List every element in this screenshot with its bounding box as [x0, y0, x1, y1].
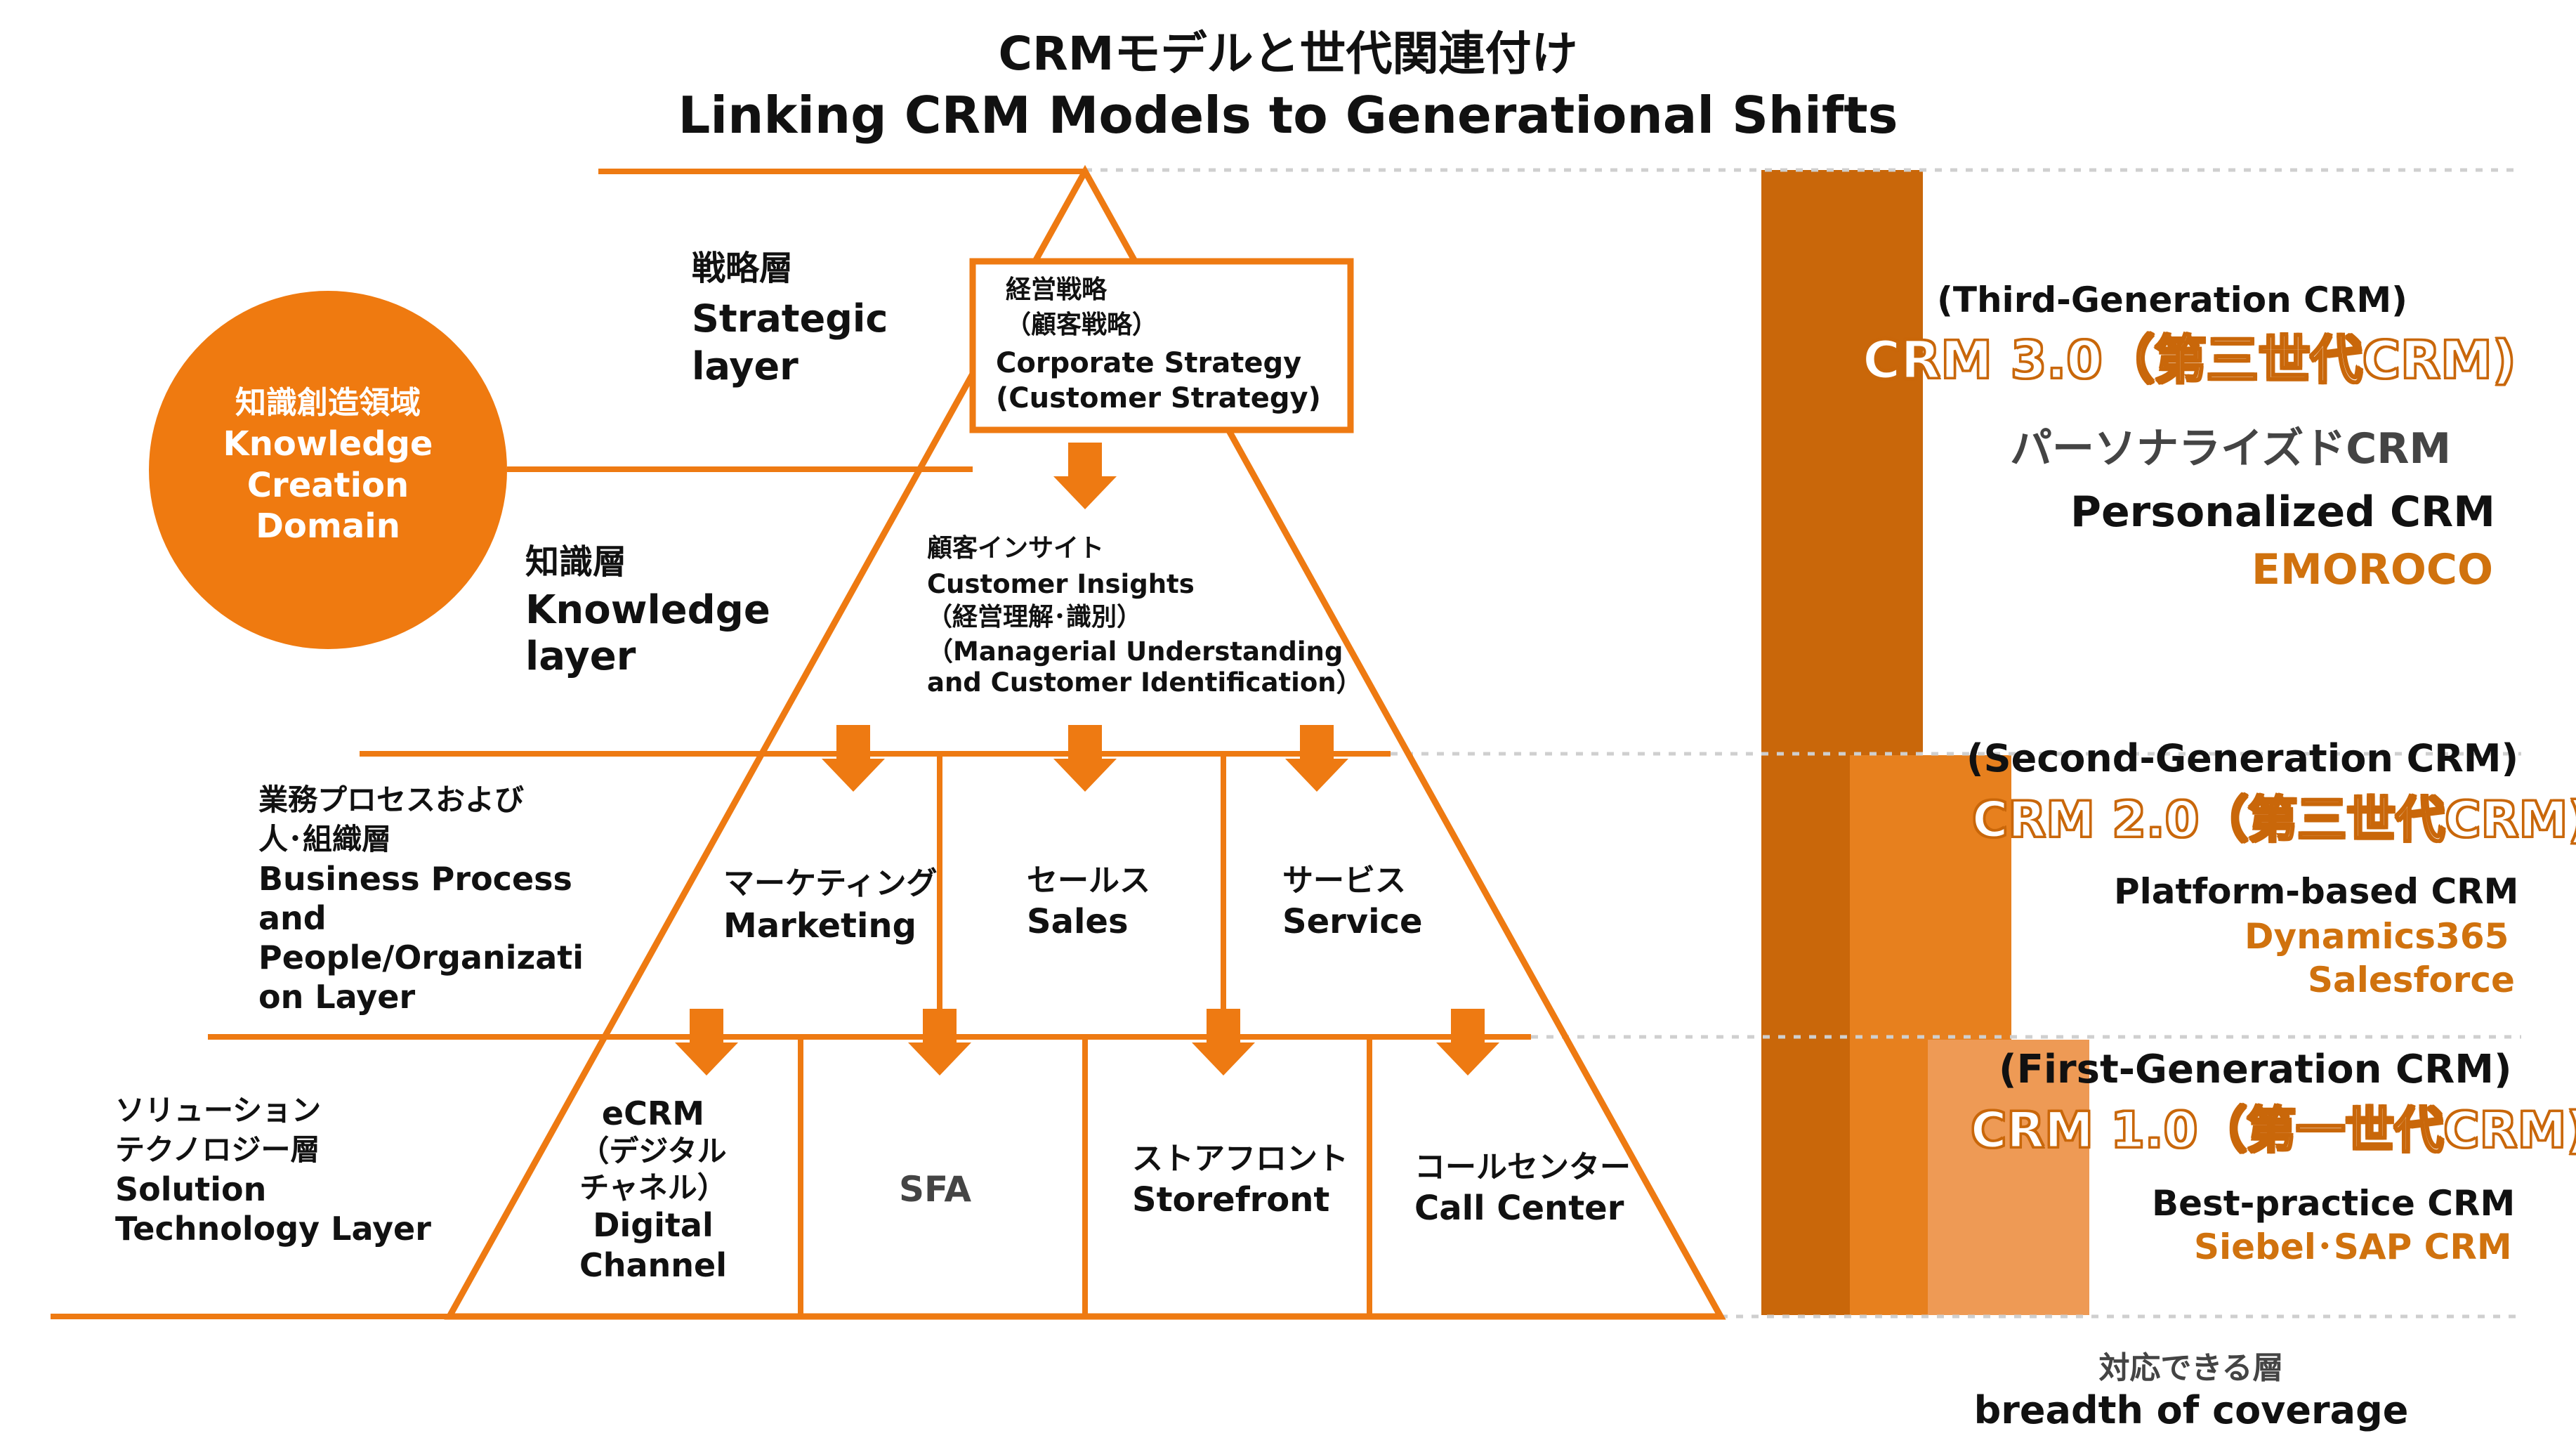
title-en: Linking CRM Models to Generational Shift… — [678, 86, 1898, 145]
marketing-en: Marketing — [723, 906, 916, 946]
knowledge-layer-en-2: layer — [525, 634, 636, 679]
solution-layer-jp-1: ソリューション — [115, 1093, 322, 1127]
marketing-jp: マーケティング — [723, 865, 938, 901]
service-jp: サービス — [1282, 863, 1406, 898]
arrow-to-sfa — [908, 1009, 971, 1076]
third-gen-en: Personalized CRM — [2070, 488, 2495, 537]
ecrm-line-5: Channel — [579, 1246, 727, 1284]
strategy-box-jp-1: 経営戦略 — [1006, 275, 1108, 304]
first-gen-bar — [1928, 1040, 2089, 1315]
first-gen-en: Best-practice CRM — [2152, 1183, 2516, 1224]
first-gen-header: (First-Generation CRM) — [1999, 1047, 2512, 1092]
arrow-to-storefront — [1192, 1009, 1255, 1076]
first-gen-crm-label: CRM 1.0（第一世代CRM) — [1969, 1101, 2576, 1161]
callcenter-jp: コールセンター — [1414, 1149, 1631, 1185]
coverage-jp: 対応できる層 — [2098, 1350, 2284, 1386]
strategic-layer-jp: 戦略層 — [692, 249, 794, 288]
strategy-box-en-2: (Customer Strategy) — [996, 382, 1321, 414]
solution-layer-en-1: Solution — [115, 1170, 267, 1208]
ecrm-cell: eCRM （デジタル チャネル） Digital Channel — [562, 1094, 744, 1284]
circle-label-en-1: Knowledge — [223, 424, 433, 464]
insights-jp-2: （経営理解･識別） — [927, 603, 1143, 632]
coverage-en: breadth of coverage — [1973, 1388, 2409, 1432]
insights-jp: 顧客インサイト — [927, 534, 1105, 563]
strategy-box-en-1: Corporate Strategy — [996, 347, 1302, 379]
arrow-to-ecrm — [675, 1009, 738, 1076]
insights-en: Customer Insights — [927, 569, 1195, 599]
business-layer-jp-1: 業務プロセスおよび — [258, 783, 525, 817]
solution-layer-en-2: Technology Layer — [115, 1210, 431, 1248]
business-layer-en-2: and — [258, 899, 327, 937]
third-gen-crm-label: CRM 3.0（第三世代CRM) — [1862, 329, 2518, 391]
arrow-to-sales — [1053, 725, 1117, 792]
business-layer-en-1: Business Process — [258, 860, 572, 898]
arrow-to-service — [1285, 725, 1348, 792]
solution-layer-jp-2: テクノロジー層 — [115, 1132, 320, 1167]
second-gen-product-1: Dynamics365 — [2245, 916, 2509, 957]
knowledge-layer-jp: 知識層 — [525, 542, 627, 582]
arrow-to-callcenter — [1436, 1009, 1499, 1076]
arrow-strategy-to-insights — [1053, 443, 1117, 509]
circle-label: 知識創造領域 Knowledge Creation Domain — [163, 385, 493, 546]
ecrm-line-2: （デジタル — [579, 1134, 727, 1169]
circle-label-en-2: Creation — [247, 465, 409, 505]
insights-en-3: and Customer Identification） — [927, 667, 1362, 698]
service-en: Service — [1282, 902, 1423, 941]
strategic-layer-en-1: Strategic — [692, 296, 888, 341]
callcenter-en: Call Center — [1414, 1189, 1624, 1228]
sales-jp: セールス — [1027, 863, 1150, 898]
title-jp: CRMモデルと世代関連付け — [998, 27, 1578, 81]
business-layer-jp-2: 人･組織層 — [258, 822, 392, 856]
third-gen-header: (Third-Generation CRM) — [1937, 280, 2407, 320]
ecrm-line-1: eCRM — [601, 1094, 705, 1132]
first-gen-product: Siebel･SAP CRM — [2194, 1227, 2512, 1267]
sales-en: Sales — [1027, 902, 1129, 941]
second-gen-en: Platform-based CRM — [2114, 871, 2519, 912]
storefront-jp: ストアフロント — [1132, 1141, 1348, 1177]
third-gen-product: EMOROCO — [2252, 545, 2493, 594]
strategy-box-jp-2: （顧客戦略） — [1006, 311, 1158, 339]
business-layer-en-4: on Layer — [258, 978, 416, 1016]
circle-label-jp: 知識創造領域 — [235, 385, 421, 421]
strategy-box — [969, 258, 1354, 433]
arrow-to-marketing — [822, 725, 885, 792]
business-layer-en-3: People/Organizati — [258, 939, 584, 976]
circle-label-en-3: Domain — [256, 506, 400, 547]
ecrm-line-4: Digital — [593, 1206, 714, 1245]
second-gen-crm-label: CRM 2.0（第三世代CRM) — [1971, 790, 2576, 850]
knowledge-creation-circle — [149, 291, 507, 649]
second-gen-header: (Second-Generation CRM) — [1966, 736, 2519, 780]
third-gen-jp: パーソナライズドCRM — [2010, 424, 2452, 473]
storefront-en: Storefront — [1132, 1180, 1330, 1220]
insights-en-2: （Managerial Understanding — [927, 636, 1343, 667]
ecrm-line-3: チャネル） — [579, 1170, 727, 1205]
second-gen-product-2: Salesforce — [2308, 960, 2515, 1000]
strategic-layer-en-2: layer — [692, 344, 799, 388]
sfa-label: SFA — [899, 1169, 972, 1210]
knowledge-layer-en-1: Knowledge — [525, 587, 770, 633]
